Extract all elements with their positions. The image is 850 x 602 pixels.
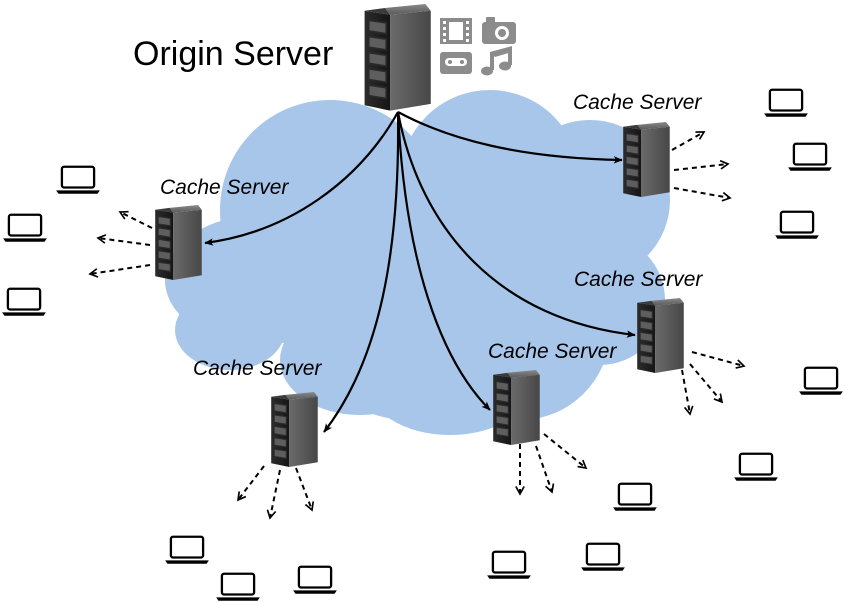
- laptop-icon: [774, 210, 820, 240]
- delivery-arrow: [673, 187, 730, 198]
- cache-server-icon: [154, 205, 203, 281]
- origin-arrows: [204, 111, 636, 433]
- laptop-icon: [2, 213, 48, 243]
- cassette-icon: [440, 52, 472, 74]
- laptop-icon: [612, 482, 658, 512]
- cache-server-label-top-right: Cache Server: [573, 91, 702, 114]
- origin-server-icon: [363, 4, 432, 112]
- film-icon: [440, 18, 472, 44]
- delivery-arrow: [535, 445, 552, 492]
- delivery-arrow: [681, 369, 690, 414]
- delivery-arrow: [689, 363, 722, 402]
- arrow-to-cache-left: [204, 111, 399, 246]
- cache-server-icon: [622, 122, 671, 198]
- delivery-arrow: [270, 469, 281, 518]
- laptop-icon: [798, 366, 844, 396]
- cache-server-icon: [492, 370, 541, 446]
- delivery-arrow: [120, 212, 153, 229]
- laptop-icon: [215, 572, 261, 602]
- laptop-icon: [580, 542, 626, 572]
- cache-server-label-bottom-left: Cache Server: [193, 357, 322, 380]
- music-note-icon: [481, 46, 512, 76]
- camera-icon: [482, 17, 516, 44]
- cache-server-label-left: Cache Server: [160, 176, 289, 199]
- cache-server-label-right: Cache Server: [574, 268, 703, 291]
- delivery-arrow: [543, 433, 586, 468]
- delivery-arrows: [90, 131, 744, 518]
- delivery-arrow: [673, 164, 728, 171]
- delivery-arrow: [98, 238, 151, 246]
- laptop-icon: [1, 287, 47, 317]
- laptop-icon: [787, 142, 833, 172]
- laptop-icon: [55, 165, 101, 195]
- laptop-icon: [292, 565, 338, 595]
- laptop-icon: [733, 452, 779, 482]
- arrow-to-cache-top-right: [397, 111, 623, 164]
- cache-server-label-bottom-middle: Cache Server: [488, 340, 617, 363]
- delivery-arrow: [295, 467, 312, 510]
- delivery-arrow: [691, 351, 744, 366]
- delivery-arrow: [90, 264, 151, 274]
- cache-server-icon: [270, 392, 319, 468]
- cache-server-icon: [636, 298, 685, 374]
- origin-server-label: Origin Server: [133, 35, 334, 73]
- delivery-arrow: [671, 131, 704, 151]
- laptop-icon: [486, 550, 532, 580]
- arrow-to-cache-bottom-middle: [396, 111, 491, 411]
- cloud: [165, 90, 670, 435]
- arrow-to-cache-bottom-left: [323, 111, 400, 433]
- arrow-to-cache-right: [396, 111, 636, 338]
- laptop-icon: [164, 535, 210, 565]
- laptop-icon: [763, 88, 809, 118]
- media-icons: [440, 17, 516, 76]
- delivery-arrow: [238, 465, 265, 500]
